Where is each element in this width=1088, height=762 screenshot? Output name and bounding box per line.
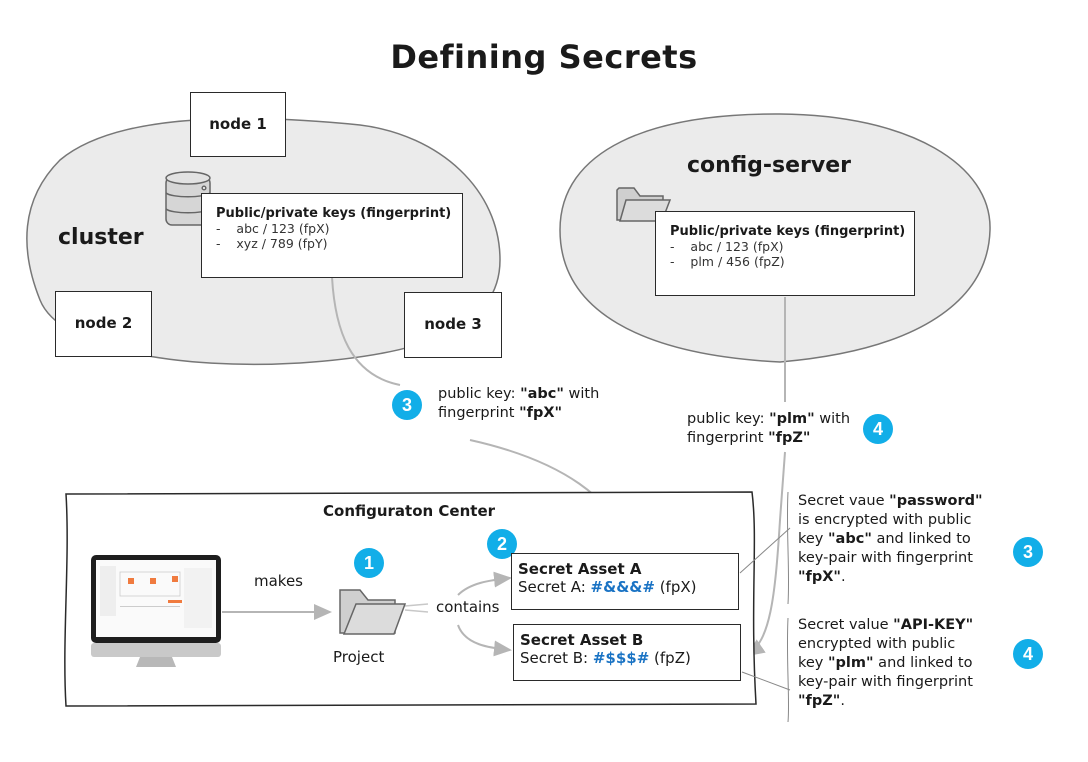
node-2-label: node 2 <box>74 314 133 332</box>
cluster-keys-title: Public/private keys (fingerprint) <box>216 206 452 221</box>
note-4-l5: . <box>840 693 845 709</box>
node-3-label: node 3 <box>424 315 482 333</box>
note3-leader <box>739 527 791 574</box>
cluster-label: cluster <box>58 225 144 250</box>
node-1-label: node 1 <box>209 115 267 133</box>
callout-3-text-a: public key: <box>438 386 521 402</box>
node-2-box: node 2 <box>55 291 152 357</box>
note-3-key: "abc" <box>828 531 872 547</box>
cluster-key-2: - xyz / 789 (fpY) <box>216 236 328 251</box>
note-4-l1: Secret value <box>798 617 894 633</box>
contains-line <box>404 603 429 613</box>
cluster-keys-box: Public/private keys (fingerprint) - abc … <box>201 193 463 278</box>
callout-4-text-a: public key: <box>687 411 770 427</box>
asset-a-fingerprint: (fpX) <box>654 578 697 596</box>
config-keys-title: Public/private keys (fingerprint) <box>670 224 906 239</box>
page-title: Defining Secrets <box>390 38 698 76</box>
asset-b-line: Secret B: #$$$# (fpZ) <box>520 649 740 667</box>
note-3-fingerprint: "fpX" <box>798 569 841 585</box>
note-4-key: "plm" <box>828 655 874 671</box>
config-server-keys-box: Public/private keys (fingerprint) - abc … <box>655 211 915 296</box>
contains-label: contains <box>436 598 500 616</box>
asset-a-title: Secret Asset A <box>518 560 642 578</box>
callout-3-key: "abc" <box>520 386 564 402</box>
note4-leader <box>741 671 791 691</box>
callout-4-fingerprint: "fpZ" <box>768 430 811 446</box>
note-4-value: "API-KEY" <box>893 617 974 633</box>
note-4-badge: 4 <box>1013 639 1043 669</box>
asset-a-value: #&&&# <box>590 578 655 596</box>
project-folder-icon <box>339 589 407 635</box>
cluster-key-1: - abc / 123 (fpX) <box>216 221 330 236</box>
callout-4-text-b: with <box>814 411 851 427</box>
note3-bracket <box>786 491 790 605</box>
note-3-l5: . <box>840 569 846 585</box>
secret-asset-a[interactable]: Secret Asset A Secret A: #&&&# (fpX) <box>511 553 739 610</box>
step-1-badge: 1 <box>354 548 384 578</box>
note4-bracket <box>786 617 790 723</box>
monitor-icon <box>91 555 221 667</box>
callout-3-text: public key: "abc" with fingerprint "fpX" <box>438 385 599 423</box>
note-3-l3b: and linked to <box>871 531 971 547</box>
callout-3-text-c: fingerprint <box>438 405 520 421</box>
config-key-1: - abc / 123 (fpX) <box>670 239 784 254</box>
config-center-label: Configuraton Center <box>323 502 496 520</box>
contains-arrow-b <box>457 624 512 657</box>
asset-a-label: Secret A: <box>518 578 591 596</box>
step-4-badge: 4 <box>863 414 893 444</box>
connector-config-to-asset-b <box>748 297 786 655</box>
callout-4-text-c: fingerprint <box>687 430 769 446</box>
note-3: Secret vaue "password" is encrypted with… <box>798 492 983 587</box>
node-1-box: node 1 <box>190 92 286 157</box>
note-3-l4: key-pair with fingerprint <box>798 550 973 566</box>
asset-b-value: #$$$# <box>592 649 650 667</box>
secret-asset-b[interactable]: Secret Asset B Secret B: #$$$# (fpZ) <box>513 624 741 681</box>
asset-b-title: Secret Asset B <box>520 631 644 649</box>
note-4-l3b: and linked to <box>873 655 973 671</box>
step-3-badge: 3 <box>392 390 422 420</box>
project-label: Project <box>333 648 385 666</box>
note-3-badge: 3 <box>1013 537 1043 567</box>
note-3-l2: is encrypted with public <box>798 512 972 528</box>
asset-b-fingerprint: (fpZ) <box>649 649 691 667</box>
note-4-l3a: key <box>798 655 828 671</box>
callout-3-fingerprint: "fpX" <box>519 405 563 421</box>
callout-3-text-b: with <box>563 386 600 402</box>
note-3-l3a: key <box>798 531 828 547</box>
callout-4-text: public key: "plm" with fingerprint "fpZ" <box>687 410 850 448</box>
callout-4-key: "plm" <box>769 411 815 427</box>
contains-arrow-a <box>457 571 512 596</box>
note-4-fingerprint: "fpZ" <box>798 693 841 709</box>
node-3-box: node 3 <box>404 292 502 358</box>
note-3-value: "password" <box>889 493 983 509</box>
config-server-label: config-server <box>687 153 851 178</box>
asset-a-line: Secret A: #&&&# (fpX) <box>518 578 738 596</box>
note-3-l1: Secret vaue <box>798 493 890 509</box>
note-4-l4: key-pair with fingerprint <box>798 674 973 690</box>
config-key-2: - plm / 456 (fpZ) <box>670 254 785 269</box>
note-4-l2: encrypted with public <box>798 636 956 652</box>
note-4: Secret value "API-KEY" encrypted with pu… <box>798 616 973 711</box>
makes-label: makes <box>254 572 303 590</box>
asset-b-label: Secret B: <box>520 649 593 667</box>
